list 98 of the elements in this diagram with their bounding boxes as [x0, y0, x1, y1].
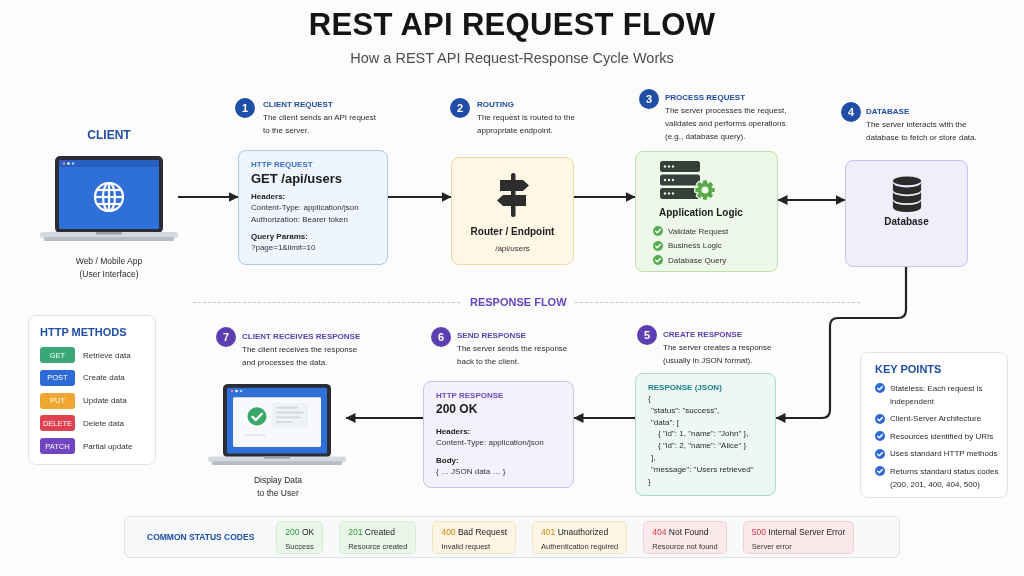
key-point: Uses standard HTTP methods: [890, 448, 999, 460]
field-value: ?page=1&limit=10: [251, 242, 316, 254]
card-title: Application Logic: [659, 206, 743, 219]
step-title: CREATE RESPONSE: [663, 329, 743, 341]
code-line: ],: [651, 452, 656, 464]
step-title: CLIENT REQUEST: [263, 99, 334, 111]
code-line: "status": "success",: [651, 404, 720, 417]
code-line: { "id": 2, "name": "Alice" }: [658, 440, 747, 452]
arrow: [345, 413, 423, 423]
panel-heading: KEY POINTS: [875, 363, 943, 376]
card-label: RESPONSE (JSON): [648, 382, 722, 393]
status-chip: [339, 520, 417, 554]
router-card: [451, 157, 574, 265]
field-value: { … JSON data … }: [436, 466, 506, 478]
status-title: 201 Created: [348, 525, 395, 538]
key-point: Returns standard status codes (200, 201, 400, 404, 500): [890, 465, 1000, 491]
subtitle: How a REST API Request-Response Cycle Works: [350, 49, 674, 67]
status-chip: [276, 520, 324, 554]
step-title: CLIENT RECEIVES RESPONSE: [242, 331, 362, 343]
key-point: Stateless: Each request is independent: [890, 382, 984, 408]
step-number: 6: [431, 327, 451, 347]
field-label: Headers:: [251, 191, 286, 202]
arrow: [178, 192, 239, 202]
step-number: 5: [637, 325, 657, 345]
key-point: Client-Server Architecture: [890, 413, 983, 425]
methods-panel: [28, 315, 156, 465]
step-number: 1: [235, 98, 255, 118]
step-description: The client receives the response and processes the data.: [242, 344, 359, 369]
arrow: [775, 267, 908, 423]
code-line: }: [648, 475, 651, 488]
step-number: 4: [841, 102, 861, 122]
step-description: The request is routed to the appropriate endpoint.: [477, 112, 576, 137]
status-title: 401 Unauthorized: [541, 525, 609, 538]
check-item: Validate Request: [668, 225, 729, 237]
status-title: 404 Not Found: [652, 525, 709, 538]
step-title: ROUTING: [477, 99, 515, 111]
status-codes-panel: [124, 516, 900, 558]
database-card: [845, 160, 968, 267]
step-description: The server interacts with the database to fetch or store data.: [866, 119, 978, 144]
check-item: Database Query: [668, 254, 727, 266]
method-description: Partial update: [83, 440, 133, 452]
field-value: Content-Type: application/json: [436, 437, 544, 449]
step-description: The server creates a response (usually in JSON format).: [663, 342, 773, 367]
card-heading: 200 OK: [436, 401, 478, 417]
method-description: Retrieve data: [83, 349, 131, 361]
code-line: "data": [: [651, 416, 679, 429]
panel-heading: HTTP METHODS: [40, 326, 128, 339]
status-chip: [532, 520, 628, 554]
page-title: REST API REQUEST FLOW: [308, 7, 716, 43]
code-line: {: [648, 393, 651, 405]
step-description: The server processes the request, validates and performs operations (e.g., database query).: [665, 105, 788, 143]
field-label: Headers:: [436, 426, 471, 437]
status-chip: [432, 520, 517, 554]
request-card: [238, 150, 388, 265]
card-heading: GET /api/users: [251, 170, 343, 188]
status-chip: [742, 520, 855, 554]
logic-card: [635, 151, 778, 272]
laptop-caption: Display Data to the User: [252, 474, 304, 500]
card-label: HTTP REQUEST: [251, 159, 313, 170]
status-title: 400 Bad Request: [441, 525, 508, 538]
card-title: Database: [884, 215, 929, 228]
key-point: Resources identified by URIs: [890, 430, 995, 443]
step-title: DATABASE: [866, 106, 911, 118]
step-number: 3: [639, 89, 659, 109]
method-description: Update data: [83, 395, 127, 407]
arrow: [388, 192, 452, 202]
card-title: Router / Endpoint: [470, 225, 555, 238]
section-heading: CLIENT: [87, 128, 131, 142]
status-title: 500 Internal Server Error: [751, 525, 846, 538]
check-item: Business Logic: [668, 240, 722, 252]
response-card: [423, 381, 574, 488]
json-card: [635, 373, 776, 496]
double-arrow: [777, 195, 846, 205]
method-description: Delete data: [83, 417, 124, 429]
method-description: Create data: [83, 372, 125, 384]
field-label: Query Params:: [251, 231, 308, 242]
step-description: The client sends an API request to the server.: [263, 112, 377, 137]
arrow: [574, 192, 636, 202]
code-line: "message": "Users retrieved": [651, 463, 754, 476]
step-number: 7: [216, 327, 236, 347]
code-line: { "id": 1, "name": "John" },: [658, 428, 749, 441]
panel-heading: COMMON STATUS CODES: [147, 531, 255, 543]
arrow: [573, 413, 635, 423]
field-value: Content-Type: application/json: [251, 202, 359, 214]
step-description: The server sends the response back to the client.: [457, 343, 569, 368]
step-number: 2: [450, 98, 470, 118]
step-title: SEND RESPONSE: [457, 330, 527, 342]
laptop-caption: Web / Mobile App (User Interface): [74, 255, 144, 281]
card-label: HTTP RESPONSE: [436, 390, 504, 401]
status-title: 200 OK: [285, 525, 315, 538]
card-note: /api/users: [495, 243, 530, 255]
step-title: PROCESS REQUEST: [665, 92, 746, 104]
status-chip: [643, 520, 727, 554]
section-label: RESPONSE FLOW: [470, 295, 567, 309]
laptop-illustration: [208, 383, 346, 466]
key-points-panel: [860, 352, 1008, 498]
field-label: Body:: [436, 455, 459, 466]
field-value: Authorization: Bearer token: [251, 214, 348, 226]
